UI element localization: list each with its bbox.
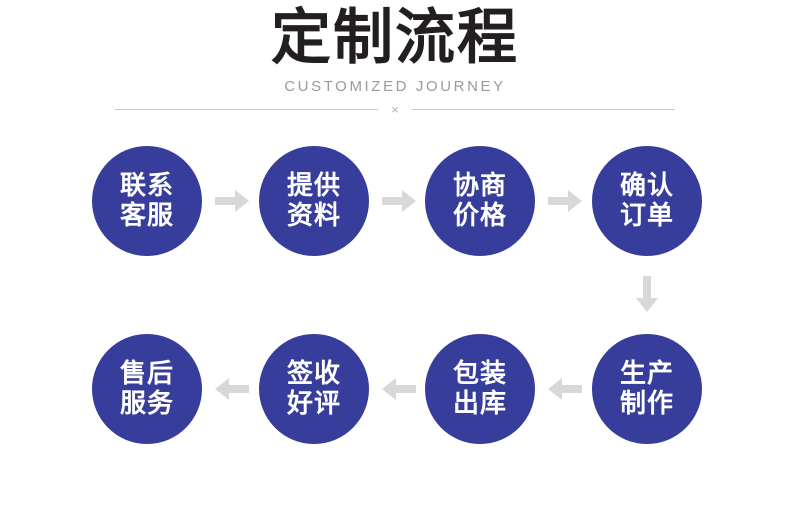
node-label-line1: 签收 xyxy=(286,359,341,389)
flow-node-provide-info[interactable]: 提供 资料 xyxy=(259,146,369,256)
node-label-line1: 确认 xyxy=(619,171,674,201)
flow-node-confirm-order[interactable]: 确认 订单 xyxy=(592,146,702,256)
arrow-left-icon-sign-to-aftersales xyxy=(215,376,251,402)
divider: × xyxy=(115,101,675,117)
node-label-line2: 服务 xyxy=(119,389,174,419)
arrow-left-icon-packing-to-sign xyxy=(382,376,418,402)
node-label-line1: 协商 xyxy=(452,171,507,201)
node-label-line2: 好评 xyxy=(286,389,341,419)
flow-node-negotiate-price[interactable]: 协商 价格 xyxy=(425,146,535,256)
node-label-line1: 联系 xyxy=(119,171,174,201)
page-subtitle: CUSTOMIZED JOURNEY xyxy=(284,78,506,95)
node-label-line2: 订单 xyxy=(619,201,674,231)
flow-node-production[interactable]: 生产 制作 xyxy=(592,334,702,444)
node-label-line2: 出库 xyxy=(452,389,507,419)
node-label-line1: 售后 xyxy=(119,359,174,389)
arrow-right-icon-negotiate-to-confirm xyxy=(548,188,584,214)
node-label-line1: 包装 xyxy=(452,359,507,389)
node-label-line2: 制作 xyxy=(619,389,674,419)
divider-line-left xyxy=(115,108,378,110)
page-title: 定制流程 xyxy=(271,3,519,73)
node-label-line1: 生产 xyxy=(619,359,674,389)
header: 定制流程 CUSTOMIZED JOURNEY xyxy=(0,0,790,96)
arrow-right-icon-contact-to-provide xyxy=(215,188,251,214)
node-label-line2: 资料 xyxy=(286,201,341,231)
flow-node-packing-shipping[interactable]: 包装 出库 xyxy=(425,334,535,444)
divider-line-right xyxy=(412,108,675,110)
arrow-down-icon-confirm-to-production xyxy=(632,276,662,314)
arrow-left-icon-production-to-packing xyxy=(548,376,584,402)
flow-node-sign-review[interactable]: 签收 好评 xyxy=(259,334,369,444)
flow-node-after-sales[interactable]: 售后 服务 xyxy=(92,334,202,444)
flow-node-contact-support[interactable]: 联系 客服 xyxy=(92,146,202,256)
divider-cross-icon: × xyxy=(391,101,399,117)
node-label-line1: 提供 xyxy=(286,171,341,201)
node-label-line2: 价格 xyxy=(452,201,507,231)
node-label-line2: 客服 xyxy=(119,201,174,231)
arrow-right-icon-provide-to-negotiate xyxy=(382,188,418,214)
